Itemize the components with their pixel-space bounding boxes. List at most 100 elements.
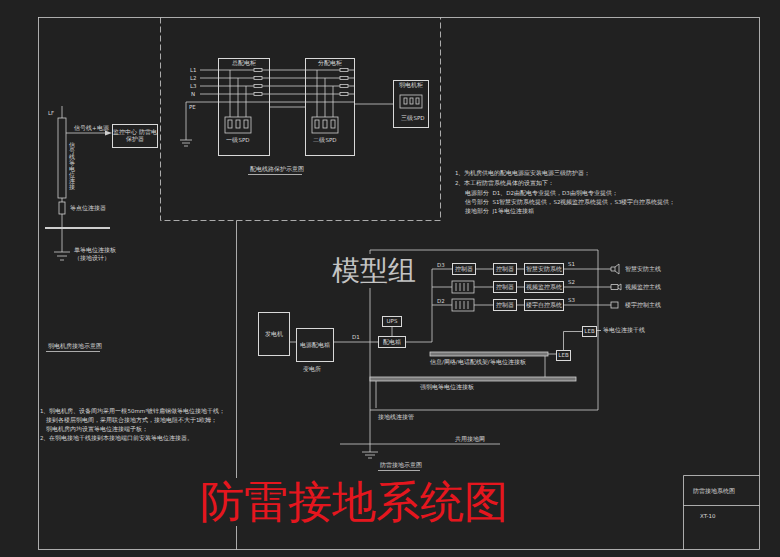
system-box: 楼宇自控系统 (524, 299, 564, 311)
caption-underline (378, 470, 420, 471)
spd-element (410, 98, 413, 104)
node-text: 控制器 (496, 284, 514, 291)
part-label: 信息/网络/电话配线架/等电位连接板 (430, 359, 526, 366)
weak-current-cabinet: 弱电机柜三级SPD (393, 80, 429, 128)
spd-unit: 三级SPD (399, 94, 427, 122)
connector-line (517, 269, 524, 270)
note-text: 接到各楼层弱电间，采用联合接地方式，接地电阻不大于1欧姆； (46, 417, 218, 424)
signal-wire (66, 133, 106, 134)
lightning-rod (62, 106, 63, 118)
rack-wire (474, 287, 493, 305)
protector-box: 监控中心 防雷电保护器 (112, 124, 158, 148)
spd-symbol (400, 95, 422, 108)
phase-label: L1 (190, 67, 197, 74)
trunk-label: 智慧安防主线 (625, 266, 661, 273)
trunk-label: 视频监控主线 (625, 284, 661, 291)
distribution-box: 配电箱 (378, 336, 406, 348)
controller-box: 控制器 (493, 281, 517, 293)
spd-element (244, 120, 248, 128)
drawing-number: XT-10 (700, 513, 716, 520)
node-text: 控制器 (496, 266, 514, 273)
node-text: 二级SPD (313, 137, 336, 144)
connector-line (476, 269, 493, 270)
spd-element (315, 120, 319, 128)
node-text: LEB (584, 328, 594, 335)
leb-box: LEB (582, 326, 597, 337)
part-label: 等电位连接干线 (603, 327, 645, 334)
caption-underline (248, 174, 302, 175)
spd-unit: 二级SPD (311, 116, 339, 144)
signal-label: S3 (568, 297, 575, 304)
node-text: 视频监控系统 (526, 284, 562, 291)
sheet-frame (39, 18, 760, 550)
caption-underline (46, 351, 100, 352)
bonding-device (59, 202, 65, 214)
phase-label: N (191, 91, 195, 98)
node-text: UPS (387, 318, 398, 325)
title-block (684, 476, 760, 550)
rack-symbol (452, 281, 474, 293)
spd-element (404, 98, 407, 104)
part-label: 变电所 (303, 366, 321, 373)
spd-element (416, 98, 419, 104)
trunk-label: 楼宇控制主线 (625, 302, 661, 309)
drawing-title: 防雷接地系统图 (196, 478, 512, 526)
node-text: 楼宇自控系统 (526, 302, 562, 309)
terminal-bar (370, 377, 576, 381)
sensor-icon (611, 302, 618, 308)
system-box: 视频监控系统 (524, 281, 564, 293)
connector-line (334, 342, 378, 343)
note-text: 电源部分 D1、D2由配电专业提供，D3由弱电专业提供； (465, 190, 618, 197)
phase-label: PE (189, 104, 196, 111)
switch-symbol (340, 93, 348, 96)
switch-symbol (340, 85, 348, 88)
distribution-cabinet: 总配电柜一级SPD (218, 58, 270, 156)
note-text: 2、在弱电接地干线接到本接地端口前安装等电位连接器。 (40, 435, 194, 442)
part-label: 接地线连接管 (378, 414, 414, 421)
note-text: 信号部分 S1智慧安防系统提供，S2视频监控系统提供，S3楼宇自控系统提供； (465, 199, 675, 206)
phase-label: L2 (190, 75, 197, 82)
part-label: （接地设计） (74, 255, 110, 262)
controller-box: 控制器 (493, 299, 517, 311)
node-text: 控制器 (496, 302, 514, 309)
diagram-caption: 防雷接地示意图 (380, 462, 422, 469)
trunk-lines (564, 269, 611, 305)
connector-line (517, 305, 524, 306)
connector-line (564, 332, 583, 351)
signal-label: S2 (568, 279, 575, 286)
node-text: 分配电柜 (318, 60, 342, 67)
node-text: 发电机 (265, 331, 283, 338)
camera-icon (611, 284, 621, 290)
circuit-label: D1 (351, 334, 361, 341)
switch-symbol (340, 77, 348, 80)
distribution-cabinet: 分配电柜二级SPD (305, 58, 355, 156)
connector-line (270, 107, 305, 108)
switch-symbol (254, 93, 262, 96)
circuit-label: D2 (437, 298, 445, 305)
node-text: 总配电柜 (232, 60, 256, 67)
bus-lines (180, 70, 355, 146)
note-text: 1、为机房供电的配电电源应安装电源三级防护器； (455, 170, 591, 177)
switch-symbol (254, 69, 262, 72)
watermark: 模型组 (330, 254, 418, 288)
spd-element (228, 120, 232, 128)
vertical-label: 信号线等电位连接 (69, 142, 75, 190)
spd-symbol (225, 117, 251, 133)
system-box: 智慧安防系统 (524, 263, 564, 275)
note-text: 接地部分 J1等电位连接箱 (465, 208, 534, 215)
terminal-bar (430, 352, 548, 356)
leb-box: LEB (556, 350, 571, 361)
note-text: 1、弱电机房、设备间均采用一根50mm²镀锌扁钢做等电位接地干线； (40, 408, 225, 415)
rack-symbol (452, 299, 474, 311)
node-text: 智慧安防系统 (526, 266, 562, 273)
bonding-bar (45, 227, 110, 229)
signal-label: S1 (568, 261, 575, 268)
controller-box: 控制器 (452, 263, 476, 275)
title-block-text: 防雷接地系统图 (693, 488, 735, 495)
ups-box: UPS (382, 316, 402, 327)
rack-ports (456, 283, 468, 309)
part-label: 等点位连接器 (70, 205, 106, 212)
controller-box: 控制器 (493, 263, 517, 275)
diagram-caption: 配电线路保护示意图 (250, 166, 304, 173)
